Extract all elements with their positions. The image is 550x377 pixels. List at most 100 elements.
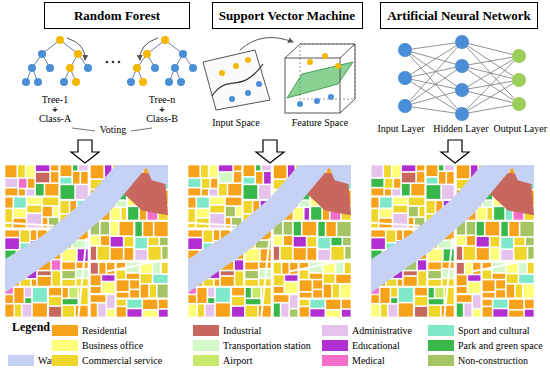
land-parcel — [188, 198, 195, 208]
land-parcel — [274, 236, 283, 245]
land-parcel — [386, 230, 395, 241]
land-parcel — [28, 179, 34, 188]
land-parcel — [457, 287, 467, 293]
land-parcel — [111, 237, 123, 247]
land-parcel — [188, 238, 202, 249]
land-parcel — [417, 165, 424, 170]
land-parcel — [102, 282, 114, 293]
main-road — [371, 223, 534, 317]
land-parcel — [19, 189, 25, 195]
land-parcel — [371, 179, 383, 187]
land-parcel — [259, 185, 271, 199]
land-parcel — [79, 165, 88, 170]
land-parcel — [63, 288, 68, 298]
land-parcel — [429, 299, 444, 304]
legend-label: Industrial — [223, 324, 261, 337]
legend-label: Residential — [82, 324, 127, 337]
legend-label: Commercial service — [82, 354, 162, 367]
land-parcel — [501, 238, 513, 249]
land-parcel — [5, 188, 17, 195]
land-parcel — [219, 165, 232, 171]
land-parcel — [371, 305, 379, 317]
land-parcel — [429, 288, 434, 298]
land-parcel — [117, 271, 125, 279]
land-parcel — [208, 288, 214, 297]
tree-node — [72, 78, 80, 86]
land-parcel — [53, 207, 58, 217]
land-parcel — [310, 274, 322, 279]
land-parcel — [102, 275, 114, 280]
land-parcel — [337, 222, 350, 236]
land-parcel — [496, 280, 505, 288]
land-parcel — [5, 165, 16, 177]
land-parcel — [393, 198, 407, 205]
land-parcel — [427, 185, 441, 199]
land-parcel — [246, 288, 251, 298]
land-parcel — [300, 280, 312, 291]
land-parcel — [111, 222, 118, 236]
land-parcel — [111, 248, 123, 260]
land-parcel — [467, 236, 475, 245]
land-parcel — [300, 307, 309, 316]
land-parcel — [493, 274, 505, 279]
land-parcel — [415, 297, 427, 305]
legend-swatch — [52, 325, 78, 336]
land-parcel — [117, 201, 126, 207]
land-parcel — [52, 260, 60, 269]
land-parcel — [214, 230, 219, 239]
land-parcel — [256, 165, 260, 170]
land-parcel — [228, 184, 241, 195]
land-parcel — [14, 288, 23, 303]
land-parcel — [313, 290, 322, 297]
land-parcel — [524, 285, 534, 298]
land-parcel — [274, 287, 284, 293]
land-parcel — [43, 198, 59, 206]
legend-swatch — [193, 355, 219, 366]
land-parcel — [457, 165, 470, 178]
land-parcel — [457, 304, 463, 317]
land-parcel — [501, 250, 513, 260]
land-parcel — [256, 172, 262, 184]
land-parcel — [245, 249, 259, 261]
land-parcel — [483, 280, 495, 291]
land-parcel — [209, 165, 217, 177]
land-parcel — [402, 184, 410, 195]
land-parcel — [428, 262, 441, 269]
land-parcel — [197, 198, 209, 208]
land-parcel — [5, 209, 12, 227]
land-parcel — [333, 285, 339, 298]
land-parcel — [473, 263, 480, 274]
land-parcel — [477, 222, 484, 236]
land-parcel — [371, 238, 385, 249]
tree-node — [177, 78, 185, 86]
land-parcel — [188, 165, 199, 177]
land-parcel — [127, 274, 139, 279]
tree-node — [46, 64, 54, 72]
land-parcel — [519, 275, 533, 283]
legend-swatch — [322, 325, 348, 336]
land-parcel — [246, 299, 261, 304]
land-parcel — [496, 290, 505, 297]
land-parcel — [494, 207, 504, 220]
part-label: Output Layer — [493, 123, 547, 135]
land-parcel — [219, 184, 227, 195]
class-arrows — [52, 107, 165, 112]
land-parcel — [397, 230, 402, 239]
land-parcel — [202, 179, 209, 188]
land-parcel — [468, 275, 480, 280]
land-parcel — [417, 172, 424, 182]
legend-swatch — [322, 340, 348, 351]
land-parcel — [101, 222, 109, 235]
land-parcel — [252, 288, 260, 298]
land-parcel — [148, 247, 160, 260]
tree-node — [161, 36, 169, 44]
part-label: Tree-n — [149, 94, 175, 106]
land-parcel — [300, 201, 309, 207]
land-parcel — [27, 198, 41, 205]
land-parcel — [73, 172, 79, 184]
land-parcel — [210, 206, 224, 213]
land-parcel — [507, 274, 518, 283]
land-parcel — [457, 247, 462, 260]
land-parcel — [91, 275, 101, 285]
land-parcel — [135, 238, 147, 249]
